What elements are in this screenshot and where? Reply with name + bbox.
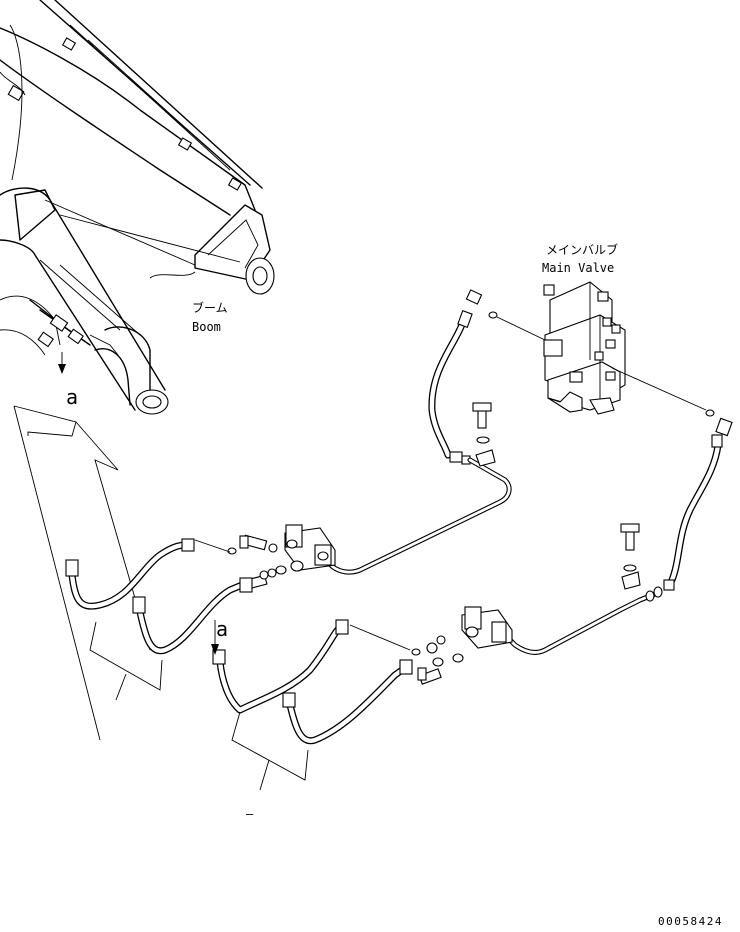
view-arrow-a-cylinder [58, 352, 66, 374]
valve-feed-hose-right [611, 367, 733, 591]
hose-group-bracket-left [89, 621, 163, 701]
boom-label-en: Boom [192, 320, 221, 334]
boom-label-jp: ブーム [192, 300, 228, 315]
cylinder-hose-3 [212, 619, 349, 714]
view-a-break-outline [13, 405, 151, 741]
valve-steel-pipe-right [497, 523, 663, 655]
main-valve-label-en: Main Valve [542, 261, 614, 275]
reference-dash: – [246, 807, 254, 821]
cylinder-hose-1 [65, 538, 195, 610]
boom-cylinder [0, 187, 169, 415]
main-valve [543, 281, 626, 415]
hose-leader-lines [194, 539, 411, 651]
pipe-clamp-lower [426, 606, 513, 667]
view-a-label-cylinder: a [66, 385, 78, 409]
cylinder-hose-4 [282, 659, 413, 745]
pipe-clamp-upper [268, 524, 336, 575]
view-a-label-hose: a [216, 617, 228, 641]
valve-feed-hose-left [428, 289, 546, 465]
main-valve-label-jp: メインバルブ [546, 242, 618, 257]
view-arrow-a-hose [211, 620, 219, 655]
valve-steel-pipe-left [317, 402, 512, 575]
boom [0, 0, 275, 295]
drawing-number: 00058424 [658, 915, 723, 928]
cylinder-hose-2 [132, 577, 253, 655]
hose-group-bracket-right [231, 711, 309, 791]
